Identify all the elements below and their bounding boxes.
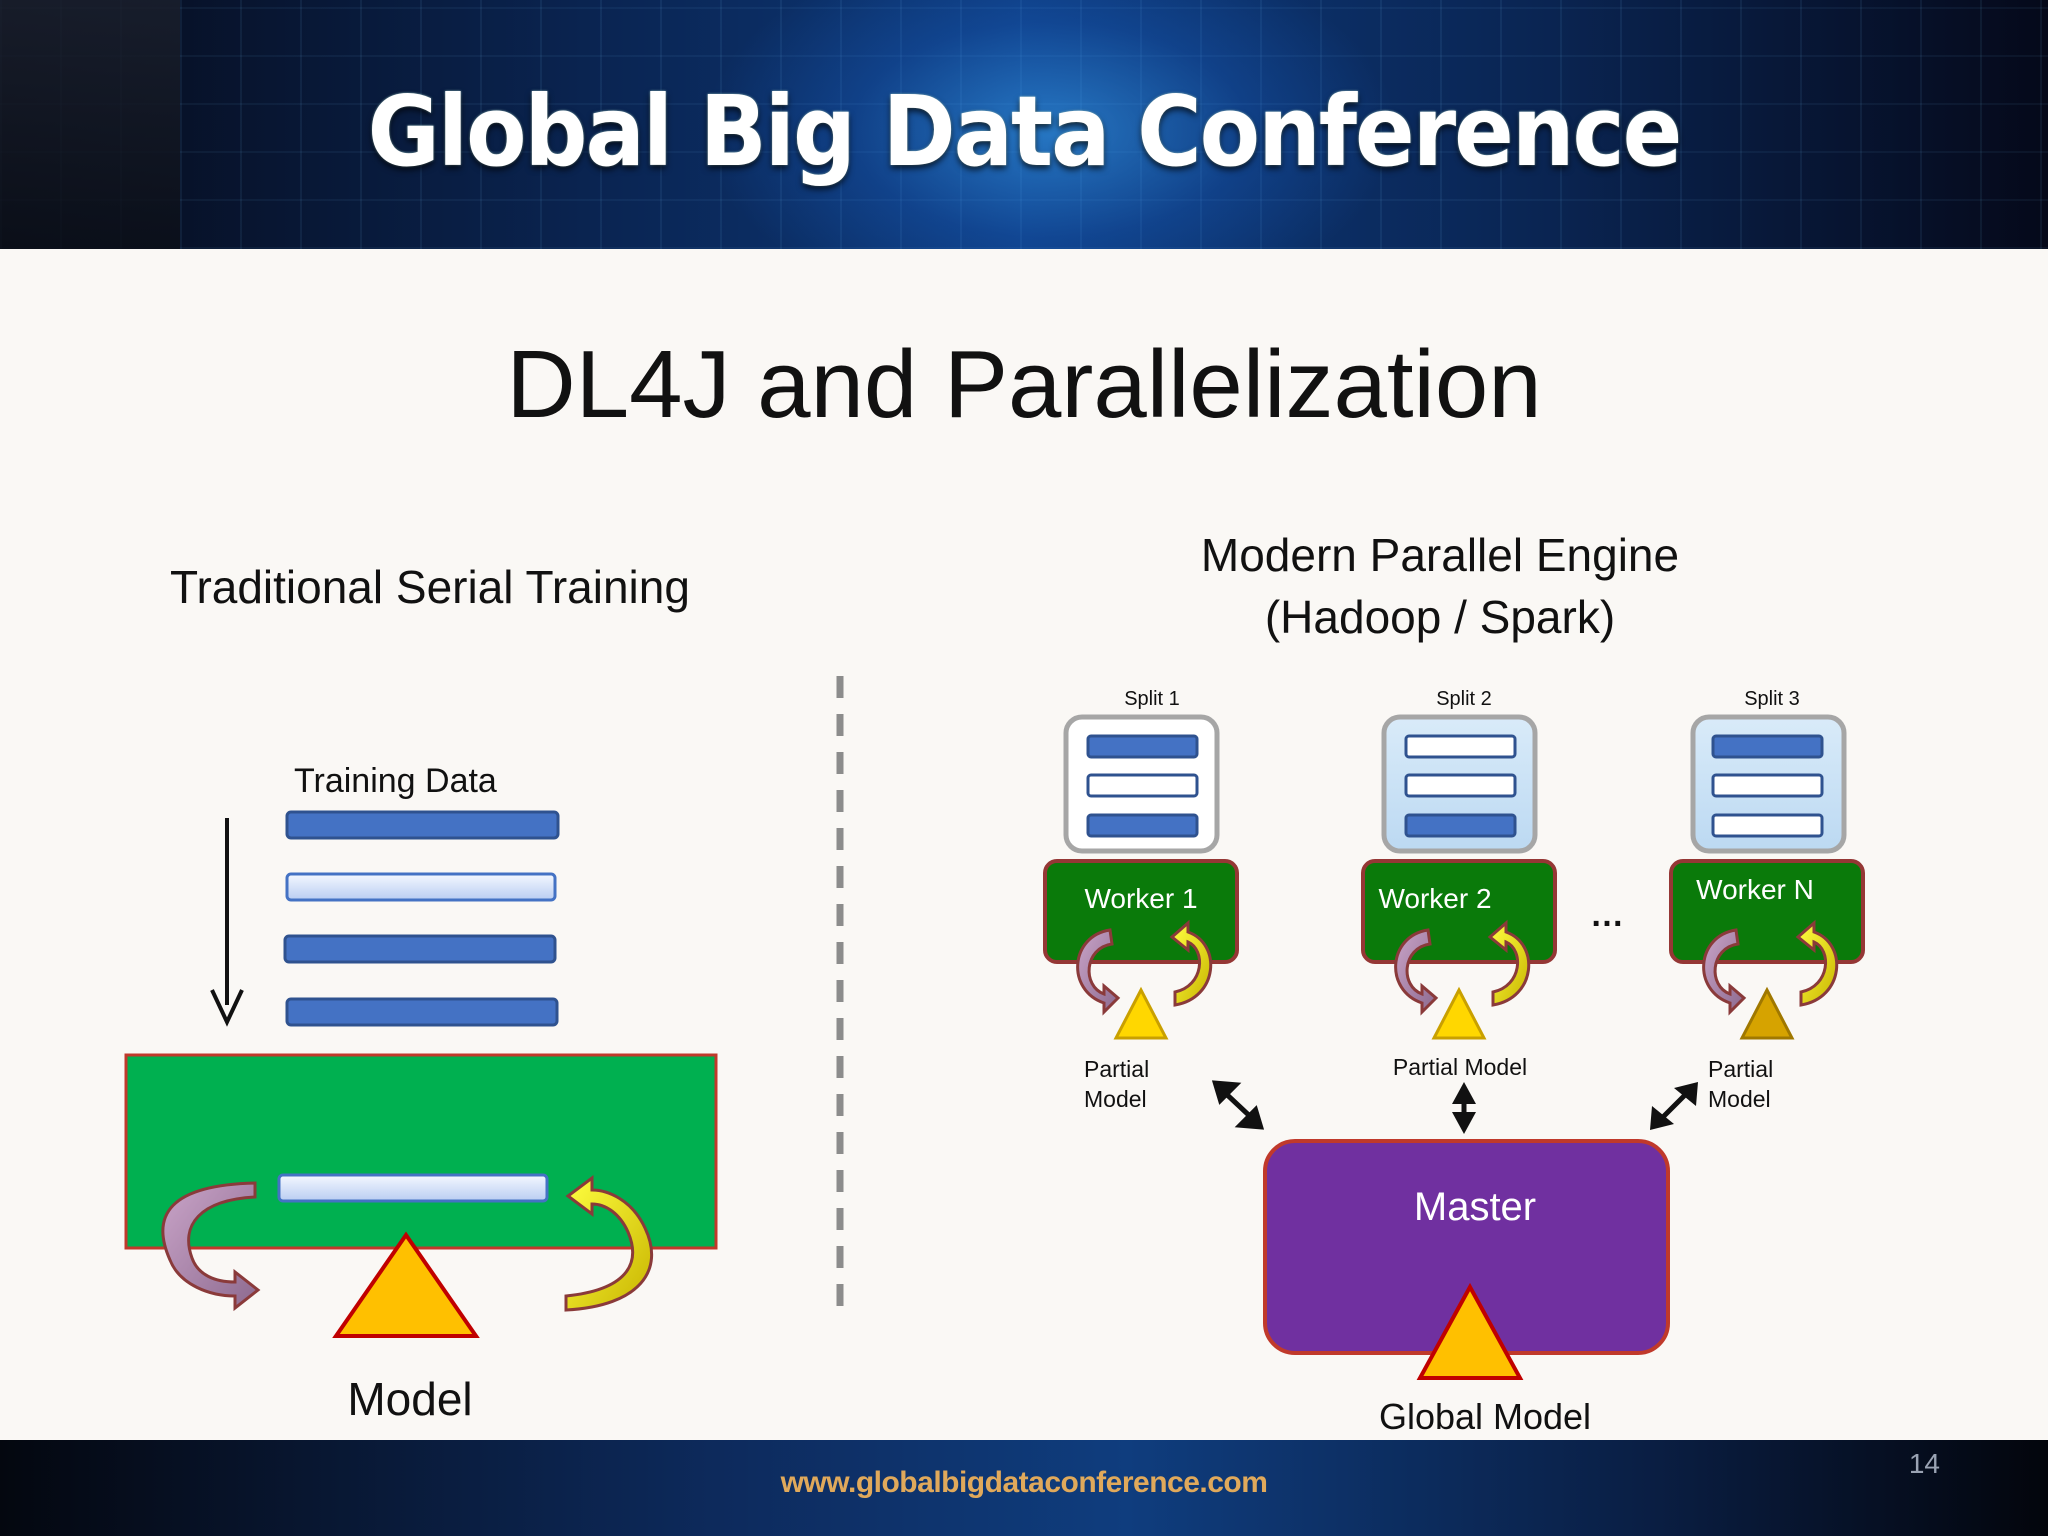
worker-n-cycle-arrows-icon [1702, 919, 1839, 1040]
training-data-bar [285, 810, 560, 840]
worker-1-cycle-arrows-icon [1076, 919, 1213, 1040]
partial-model-right-label: Partial Model [1708, 1056, 1774, 1112]
center-sync-arrow-icon [1452, 1082, 1476, 1134]
footer-banner [0, 1440, 2048, 1536]
right-heading-line1: Modern Parallel Engine [1200, 529, 1680, 581]
global-model-triangle-icon [1416, 1282, 1524, 1380]
partial-model-left-label: Partial Model [1084, 1056, 1150, 1112]
split-1-box [1063, 714, 1220, 854]
footer-url: www.globalbigdataconference.com [780, 1466, 1268, 1499]
left-curved-arrow-icon [161, 1181, 261, 1312]
left-sync-arrow-icon [1211, 1080, 1265, 1130]
left-heading: Traditional Serial Training [170, 561, 690, 613]
worker-n-label: Worker N [1696, 874, 1814, 905]
split-3-label: Split 3 [1744, 688, 1800, 710]
worker-1-label: Worker 1 [1084, 883, 1198, 914]
training-data-bar [283, 934, 557, 964]
partial-model-center-label: Partial Model [1392, 1054, 1528, 1080]
master-label: Master [1413, 1185, 1537, 1229]
more-workers-ellipsis: … [1590, 896, 1624, 934]
model-label: Model [347, 1373, 473, 1425]
right-sync-arrow-icon [1650, 1082, 1698, 1130]
training-data-bar [285, 872, 557, 902]
right-curved-arrow-icon [564, 1175, 654, 1312]
split-3-box [1690, 714, 1847, 854]
worker-2-label: Worker 2 [1378, 883, 1492, 914]
split-1-label: Split 1 [1124, 688, 1180, 710]
conference-banner [0, 0, 2048, 249]
global-model-label: Global Model [1378, 1396, 1592, 1437]
split-2-box [1381, 714, 1538, 854]
split-2-label: Split 2 [1436, 688, 1492, 710]
training-data-bar [285, 997, 559, 1027]
page-number: 14 [1908, 1448, 1940, 1479]
slide-title: DL4J and Parallelization [506, 331, 1542, 438]
down-arrow-icon [210, 818, 244, 1027]
banner-title: Global Big Data Conference [367, 74, 1683, 189]
training-data-label: Training Data [294, 762, 497, 800]
right-heading-line2: (Hadoop / Spark) [1264, 591, 1616, 643]
model-triangle-icon [332, 1231, 480, 1338]
current-batch-bar [277, 1173, 549, 1203]
worker-2-cycle-arrows-icon [1394, 919, 1531, 1040]
